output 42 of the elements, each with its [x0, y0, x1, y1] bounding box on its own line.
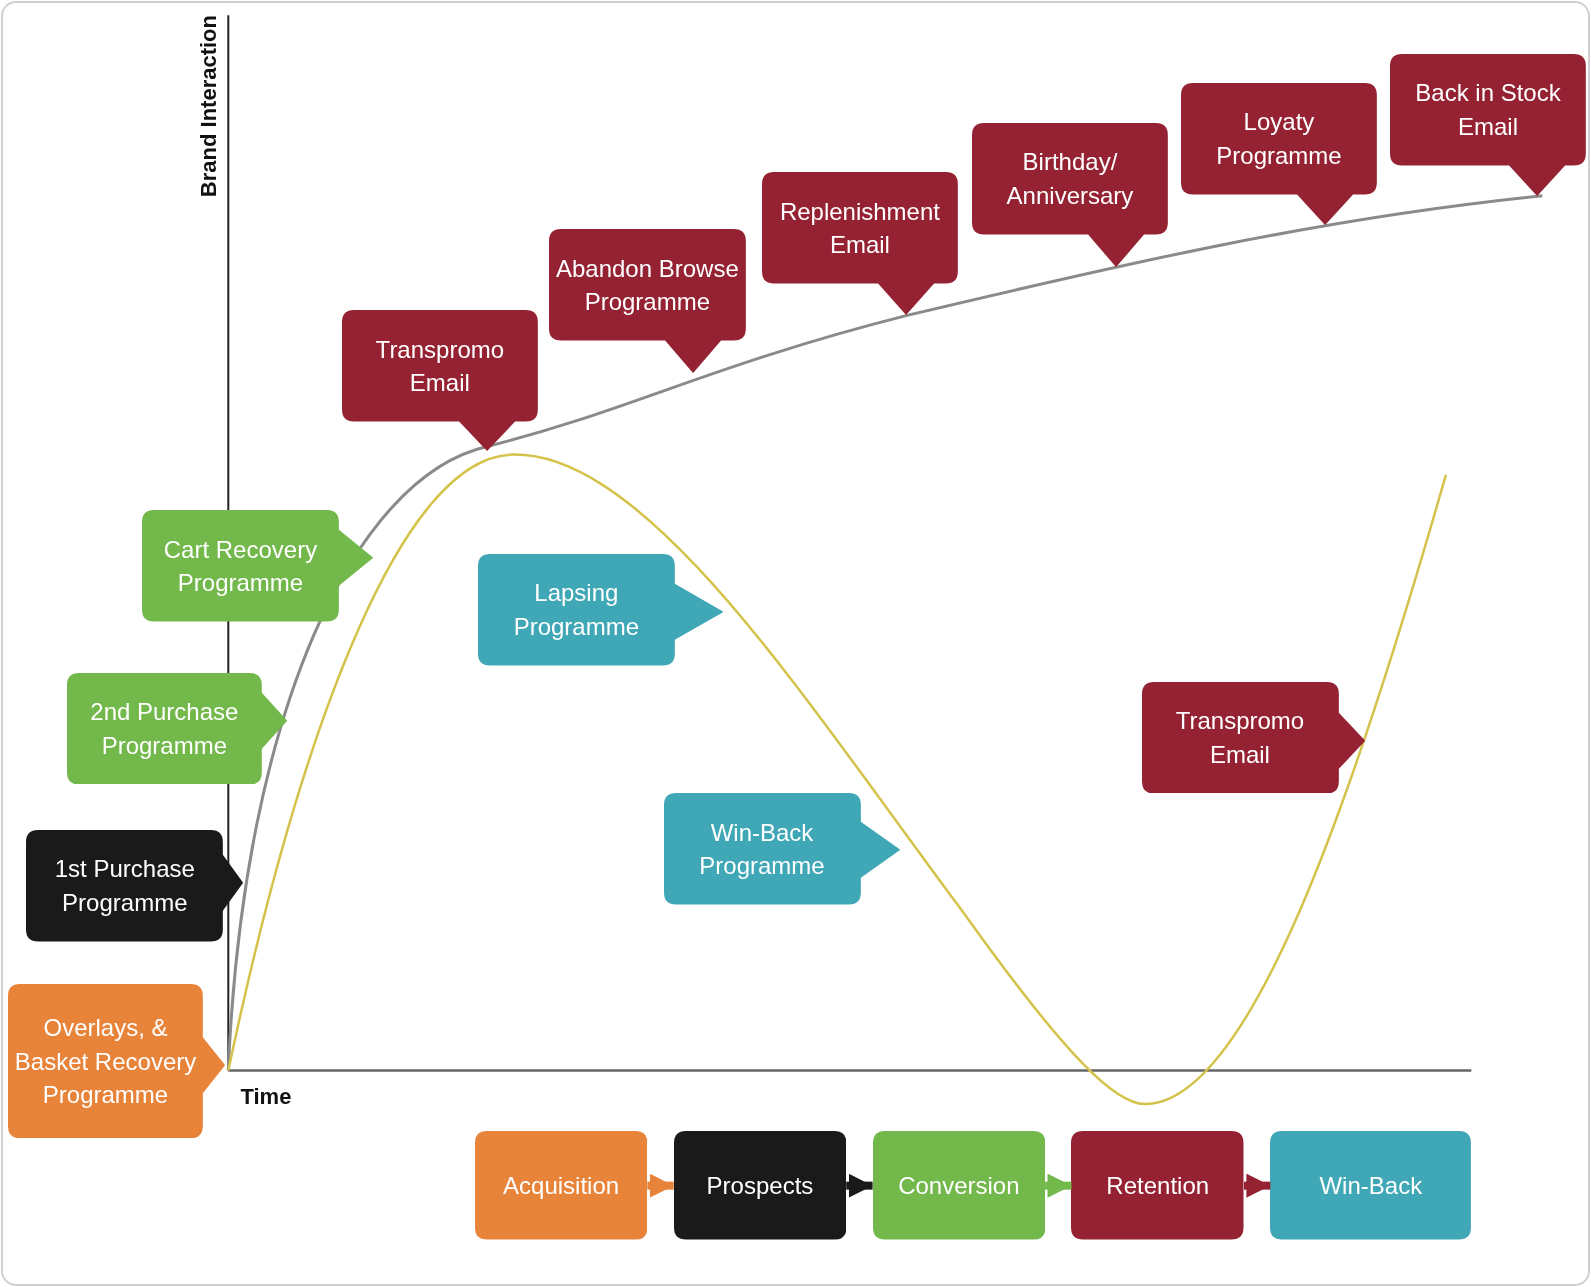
callout-bubble [663, 793, 900, 906]
stage-box [474, 1131, 648, 1240]
callout-text: Back in Stock Email [1414, 77, 1562, 142]
axis-title: Brand Interaction [196, 15, 222, 198]
callout-bubble [142, 510, 374, 622]
stage-name: Retention [1106, 1170, 1210, 1201]
callout-text: Loyaty Programme [1215, 107, 1343, 171]
stage-box [872, 1131, 1046, 1240]
callout-text: Cart Recovery Programme [162, 534, 319, 599]
callout-bubble [972, 122, 1168, 267]
callout-bubble [1390, 53, 1586, 196]
callout-bubble [762, 172, 958, 316]
callout-bubble [1181, 83, 1377, 226]
callout-text: Birthday/ Anniversary [1005, 146, 1135, 211]
callout-text: Transpromo Email [374, 334, 506, 399]
stage-box [673, 1131, 847, 1240]
stage-box [1071, 1131, 1244, 1240]
arrow [1045, 1173, 1072, 1198]
callout-text: Replenishment Email [778, 196, 941, 261]
callout-bubble [548, 229, 746, 374]
callout-bubble [26, 830, 244, 942]
callout-text: 1st Purchase Programme [53, 854, 196, 918]
axis-title: Time [240, 1083, 292, 1110]
callout-text: Overlays, & Basket Recovery Programme [14, 1012, 197, 1111]
callout-bubble [1141, 681, 1365, 794]
arrow [647, 1173, 674, 1198]
callout-bubble [66, 672, 288, 785]
stage-name: Prospects [706, 1170, 814, 1201]
stage-name: Win-Back [1319, 1170, 1423, 1201]
callout-text: Transpromo Email [1174, 706, 1306, 770]
callout-text: Lapsing Programme [512, 578, 640, 642]
stage-box [1270, 1131, 1472, 1240]
callout-bubble [8, 984, 226, 1139]
stage-name: Conversion [898, 1170, 1020, 1201]
callout-text: Win-Back Programme [698, 817, 826, 882]
stage-name: Acquisition [503, 1170, 620, 1201]
callout-bubble [341, 310, 538, 452]
callout-text: 2nd Purchase Programme [89, 696, 240, 761]
arrow [846, 1173, 873, 1198]
arrow [1244, 1173, 1271, 1198]
callout-bubble [477, 554, 724, 666]
callout-text: Abandon Browse Programme [554, 253, 740, 318]
